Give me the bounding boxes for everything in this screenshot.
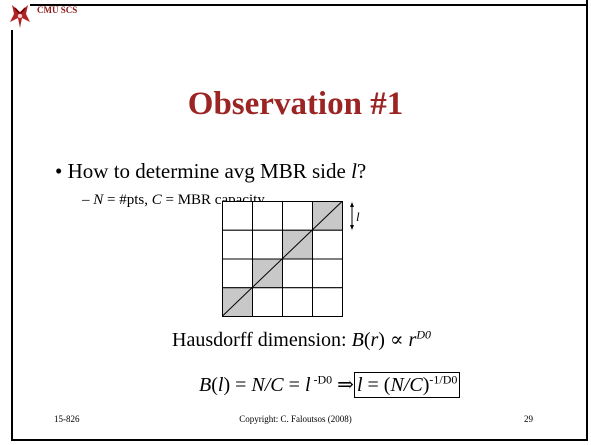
footer-page-number: 29 — [524, 414, 533, 424]
equation-line: B(l) = N/C = l -D0 ⇒l = (N/C)-1/D0 — [199, 372, 461, 398]
bullet-marker: • — [55, 159, 63, 183]
box-mid: = ( — [362, 374, 391, 396]
hausdorff-exp: D0 — [416, 327, 431, 342]
eq-l: l — [217, 374, 224, 396]
sub-dash: – — [82, 192, 90, 208]
diagonal-line — [222, 201, 343, 317]
grid-cell — [222, 229, 253, 260]
eq-arrow: ⇒ — [337, 374, 354, 396]
footer-copyright: Copyright: C. Faloutsos (2008) — [239, 414, 352, 424]
hausdorff-text: Hausdorff dimension: — [172, 329, 352, 351]
eq-mid1: ) = — [223, 374, 252, 396]
hausdorff-b: B — [351, 329, 364, 351]
hausdorff-line: Hausdorff dimension: B(r) ∝ rD0 — [172, 327, 431, 351]
grid-cell — [252, 229, 283, 260]
box-nc: N/C — [390, 374, 423, 396]
box-l: l — [356, 374, 363, 396]
hausdorff-r2: r — [408, 329, 417, 351]
box-close: ) — [422, 374, 430, 396]
grid-cells — [222, 201, 343, 317]
box-exp: -1/D0 — [429, 372, 458, 387]
slide-frame-bottom — [11, 439, 588, 441]
cmu-scs-logo-icon — [10, 5, 30, 28]
result-box: l = (N/C)-1/D0 — [353, 372, 461, 398]
footer-course: 15-826 — [54, 414, 80, 424]
eq-l2: l — [304, 374, 311, 396]
grid-cell — [222, 258, 253, 289]
grid-cell — [282, 201, 313, 231]
grid-cell — [312, 258, 343, 289]
hausdorff-r: r — [370, 329, 379, 351]
side-label: l — [356, 209, 360, 224]
side-arrow — [350, 202, 354, 230]
eq-mid2: = — [283, 374, 305, 396]
eq-b: B — [199, 374, 212, 396]
sub-text-1: = #pts, — [103, 192, 152, 208]
bullet-var-l: l — [351, 159, 357, 183]
sub-var-c: C — [151, 192, 162, 208]
slide-frame-top — [30, 4, 588, 6]
mbr-grid-figure: l — [222, 201, 360, 317]
bullet-text: How to determine avg MBR side — [67, 159, 352, 183]
sub-var-n: N — [93, 192, 104, 208]
grid-cell — [282, 258, 313, 289]
grid-cell — [252, 287, 283, 317]
slide-frame-right — [586, 0, 588, 441]
page-title: Observation #1 — [187, 86, 404, 122]
slide-frame-left — [11, 30, 13, 441]
grid-cell — [252, 201, 283, 231]
eq-nc: N/C — [251, 374, 284, 396]
header-label: CMU SCS — [37, 5, 78, 15]
bullet-item: • How to determine avg MBR side l? — [55, 158, 366, 184]
grid-cell — [282, 287, 313, 317]
bullet-text-end: ? — [356, 159, 367, 183]
grid-cell — [312, 287, 343, 317]
eq-exp1: -D0 — [310, 372, 333, 387]
grid-cell — [222, 201, 253, 231]
hausdorff-propto: ∝ — [384, 329, 409, 351]
grid-cell — [312, 229, 343, 260]
